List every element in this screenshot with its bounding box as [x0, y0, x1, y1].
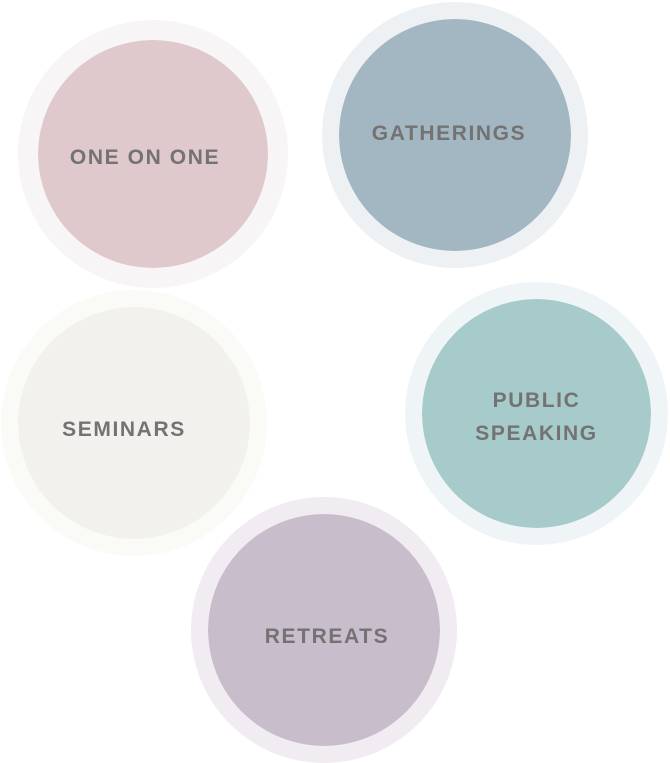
service-label-one-on-one: ONE ON ONE [69, 145, 221, 169]
service-label-public-speaking: PUBLIC SPEAKING [475, 388, 598, 445]
service-circle-gatherings[interactable]: GATHERINGS [322, 2, 588, 268]
service-circle-one-on-one[interactable]: ONE ON ONE [18, 20, 288, 288]
service-circle-retreats[interactable]: RETREATS [191, 497, 457, 763]
service-circle-public-speaking[interactable]: PUBLIC SPEAKING [405, 282, 668, 545]
service-label-seminars: SEMINARS [62, 417, 186, 441]
service-label-retreats: RETREATS [264, 624, 390, 648]
service-label-gatherings: GATHERINGS [371, 121, 527, 145]
service-circle-seminars[interactable]: SEMINARS [1, 290, 267, 556]
